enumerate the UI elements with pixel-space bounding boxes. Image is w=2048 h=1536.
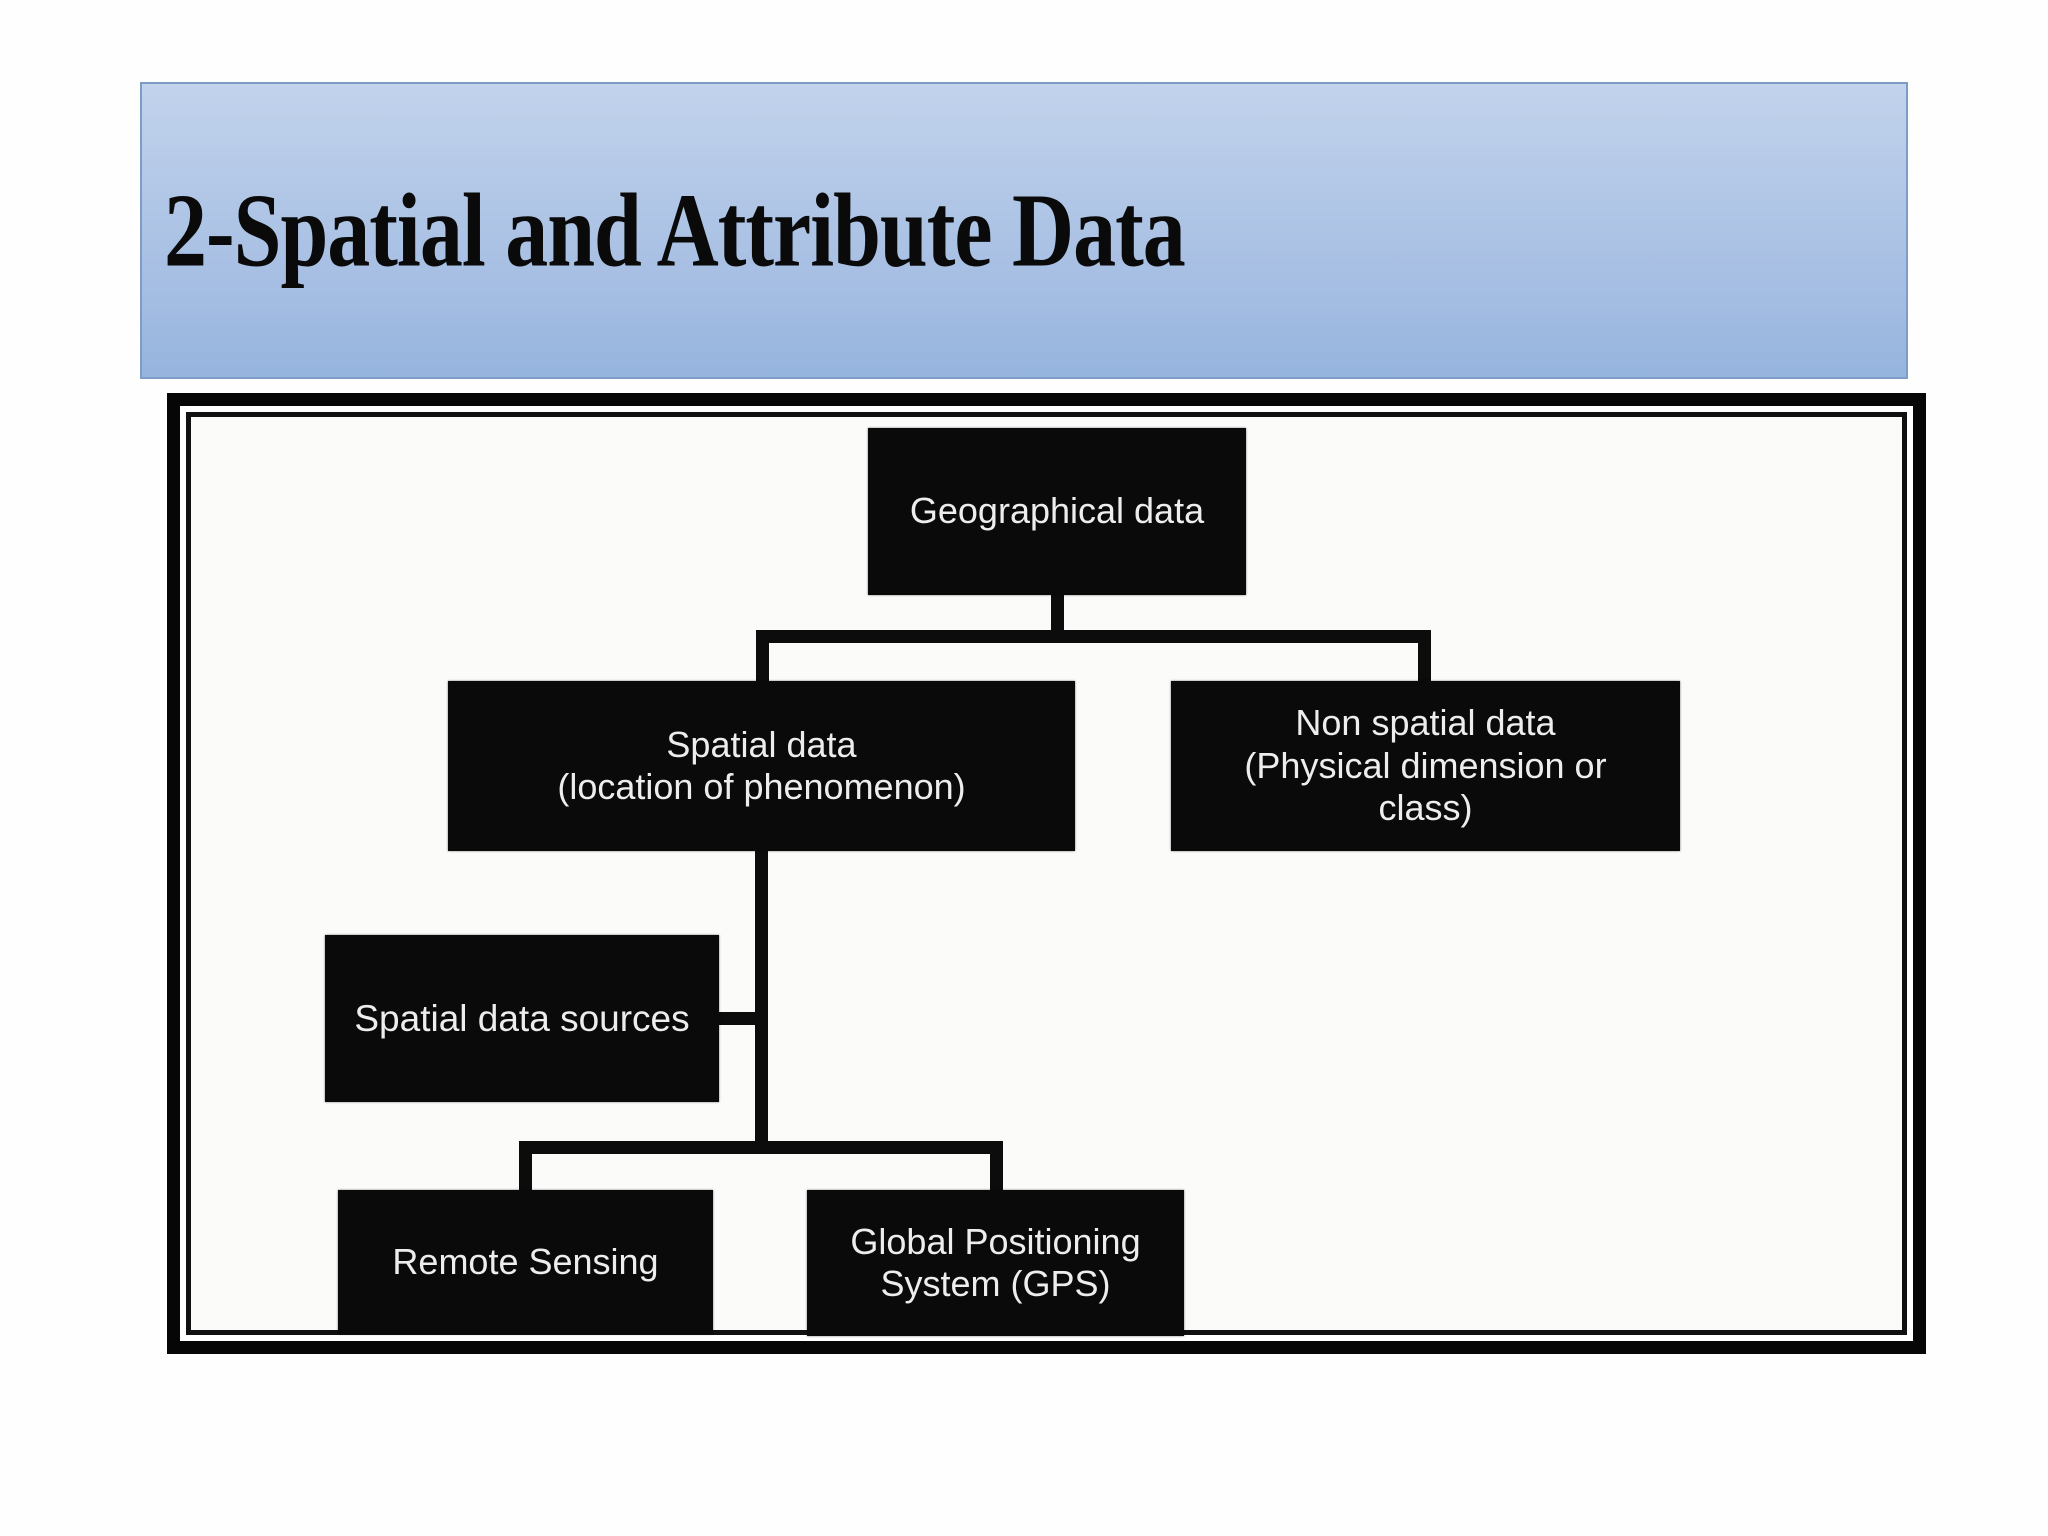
connector-to-remote-sensing <box>519 1141 532 1190</box>
node-geographical-data: Geographical data <box>868 428 1246 595</box>
node-gps: Global Positioning System (GPS) <box>807 1190 1184 1336</box>
connector-geographical-down <box>1051 595 1064 637</box>
node-non-spatial-data: Non spatial data (Physical dimension or … <box>1171 681 1680 851</box>
title-banner: 2-Spatial and Attribute Data <box>140 82 1908 379</box>
connector-branch-top <box>756 630 1431 643</box>
org-chart: Geographical data Spatial data (location… <box>167 393 1926 1354</box>
connector-to-sources <box>719 1012 768 1025</box>
connector-spatial-down <box>755 851 768 1153</box>
node-spatial-data-sources: Spatial data sources <box>325 935 719 1102</box>
connector-to-spatial <box>756 630 769 681</box>
connector-branch-bottom <box>519 1141 1003 1154</box>
page-title: 2-Spatial and Attribute Data <box>164 170 1186 288</box>
connector-to-gps <box>990 1141 1003 1190</box>
connector-to-nonspatial <box>1418 630 1431 681</box>
node-remote-sensing: Remote Sensing <box>338 1190 713 1334</box>
node-spatial-data: Spatial data (location of phenomenon) <box>448 681 1075 851</box>
